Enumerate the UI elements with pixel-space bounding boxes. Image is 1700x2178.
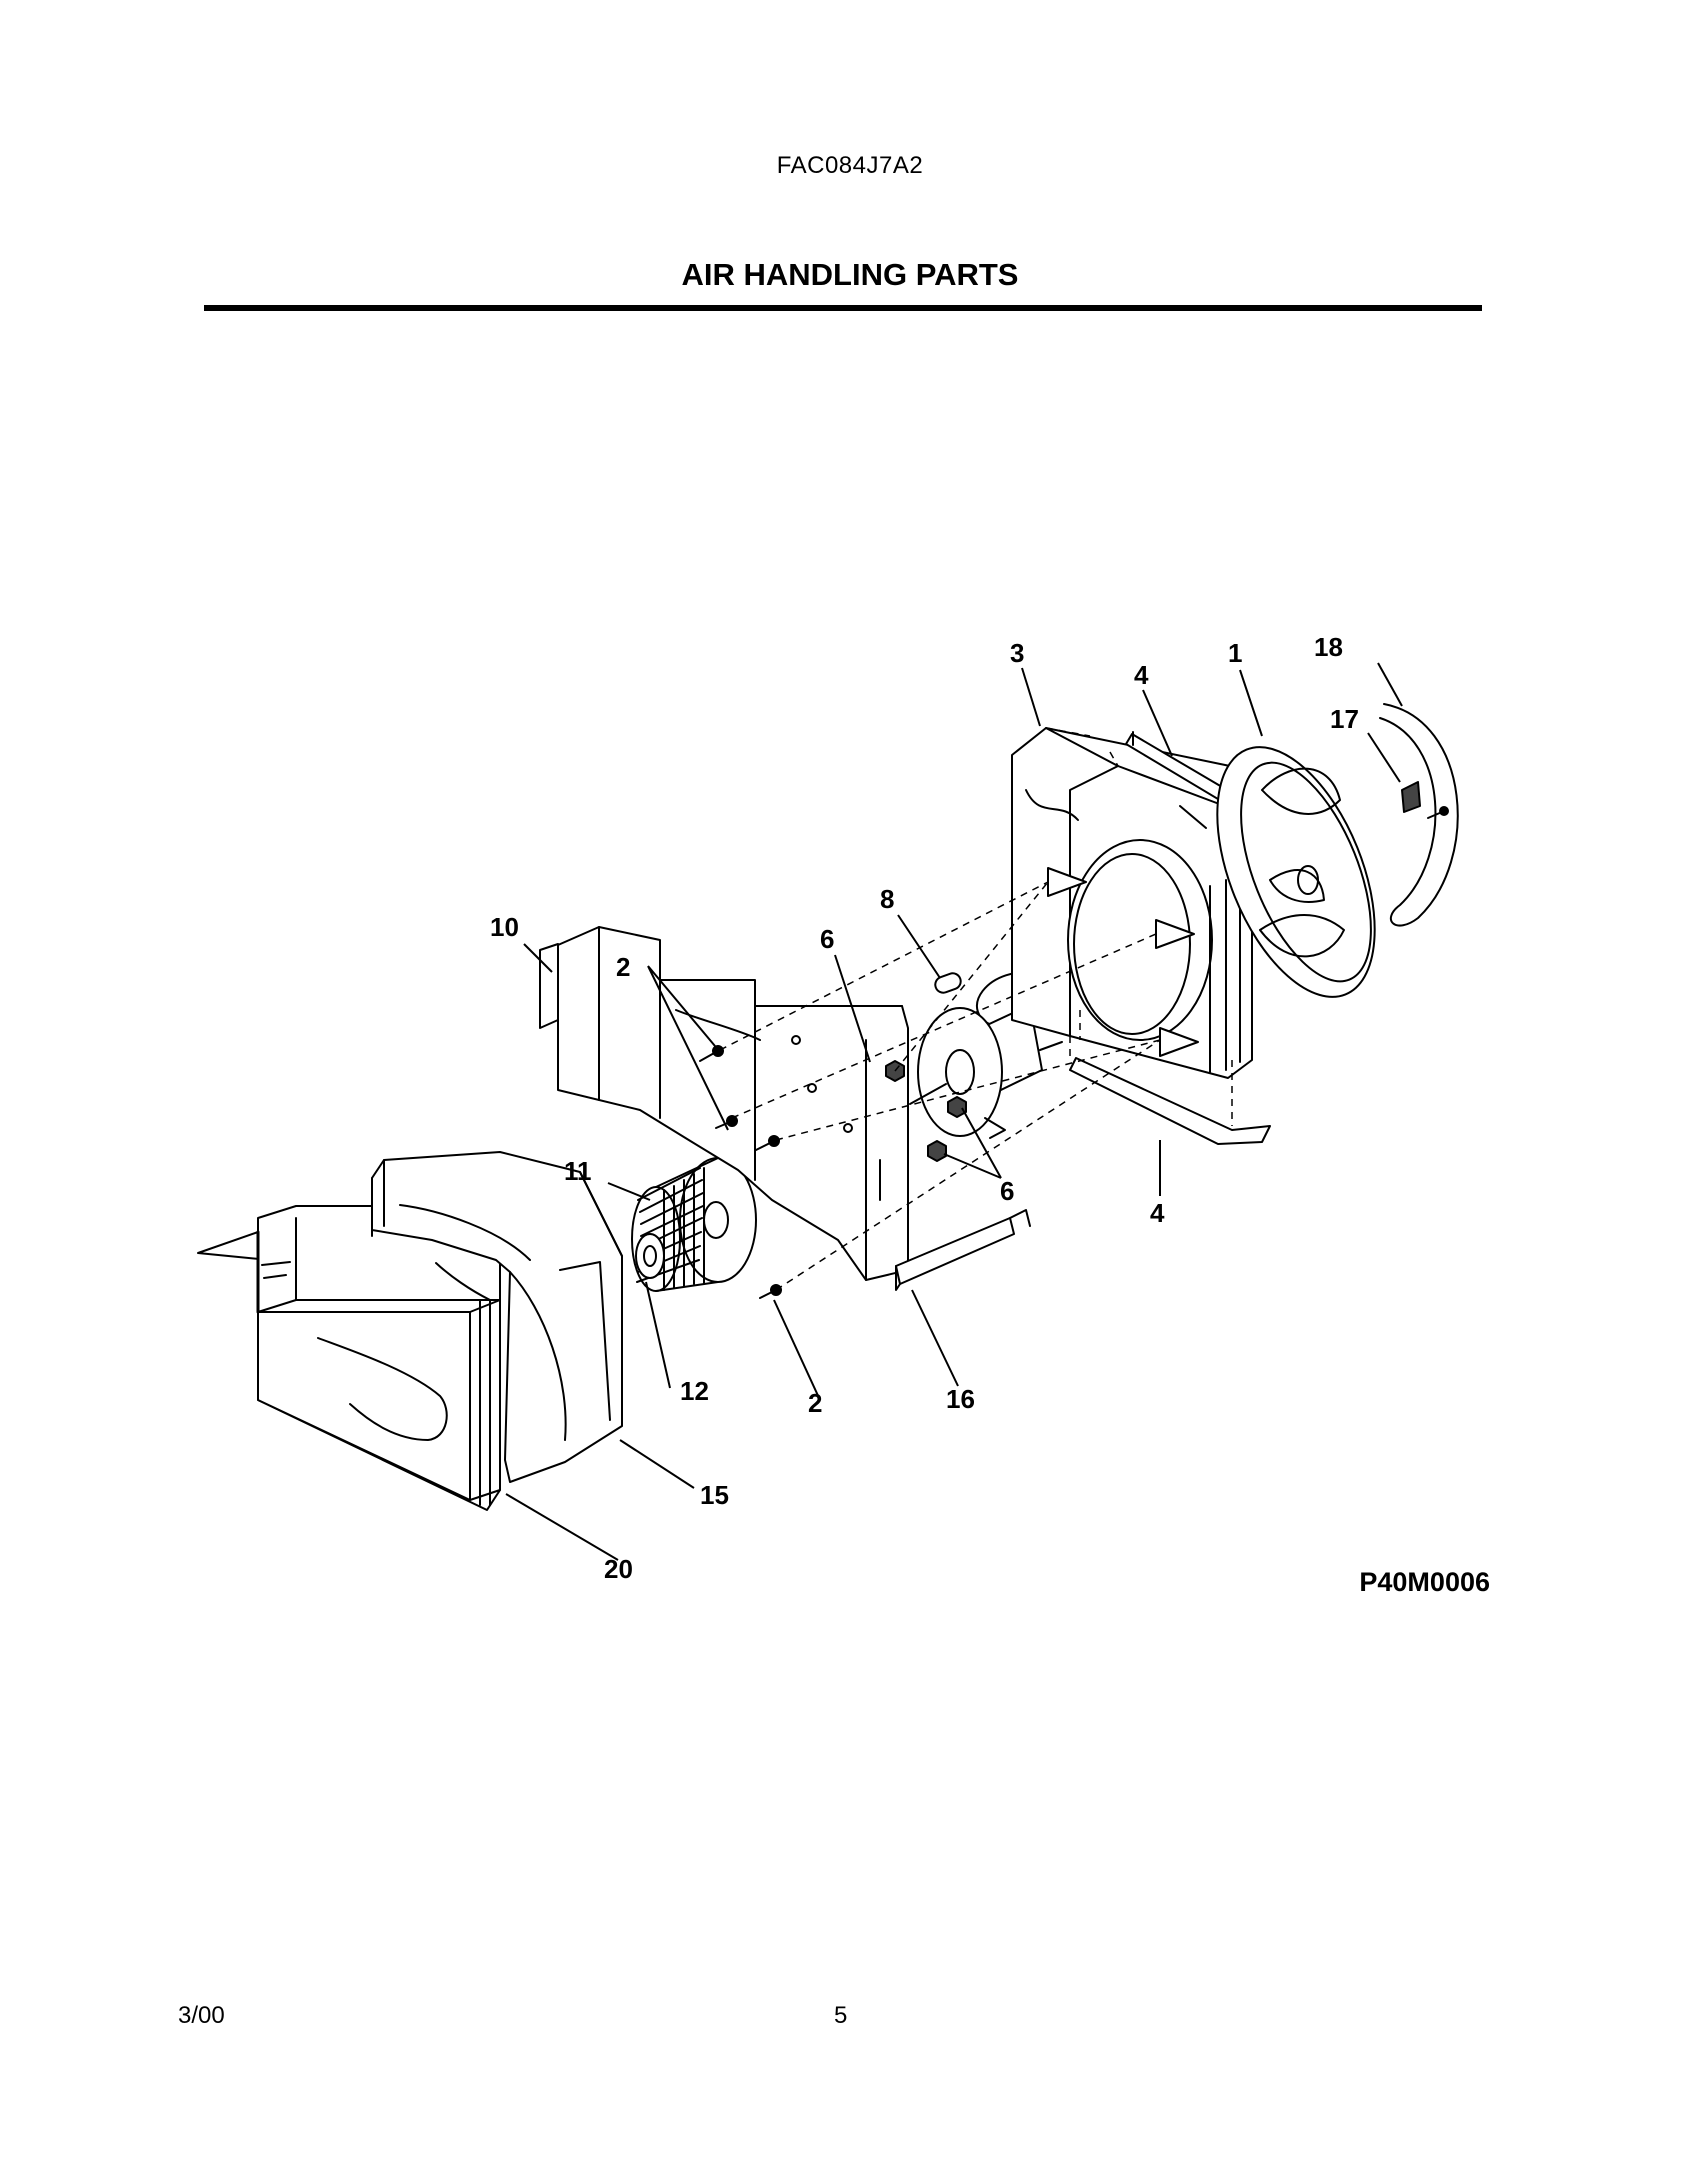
- slinger-ring-part-18: [1379, 703, 1459, 927]
- model-number: FAC084J7A2: [776, 152, 924, 179]
- screw-part-2-d: [759, 1284, 782, 1299]
- callout-10: 10: [490, 912, 519, 942]
- callout-6-upper: 6: [820, 924, 834, 954]
- callout-leaders: [505, 662, 1403, 1561]
- callout-18: 18: [1314, 632, 1343, 662]
- page-number: 5: [834, 2002, 848, 2029]
- callout-2-bottom: 2: [808, 1388, 822, 1418]
- callout-1: 1: [1228, 638, 1242, 668]
- figure-code: P40M0006: [1359, 1567, 1490, 1597]
- mounting-bracket-part-4-lower: [1069, 1057, 1271, 1145]
- callout-2-left: 2: [616, 952, 630, 982]
- callout-4-lower: 4: [1150, 1198, 1165, 1228]
- callout-4-upper: 4: [1134, 660, 1149, 690]
- section-title: AIR HANDLING PARTS: [681, 257, 1019, 292]
- screw-part-2-c: [755, 1135, 780, 1151]
- callout-15: 15: [700, 1480, 729, 1510]
- front-grille-part-20: [197, 1205, 501, 1511]
- nut-part-6-b: [927, 1140, 947, 1162]
- fan-clamp-part-17: [1401, 781, 1449, 819]
- fan-shroud-part-3: [1011, 727, 1253, 1079]
- callout-3: 3: [1010, 638, 1024, 668]
- footer-date: 3/00: [178, 2002, 225, 2029]
- scroll-housing-part-15: [371, 1151, 623, 1483]
- callout-8: 8: [880, 884, 894, 914]
- callout-16: 16: [946, 1384, 975, 1414]
- callout-17: 17: [1330, 704, 1359, 734]
- callout-20: 20: [604, 1554, 633, 1584]
- bulkhead-panel-part-10: [539, 926, 909, 1281]
- blower-hub-part-12: [635, 1233, 665, 1279]
- screw-part-2-b: [715, 1115, 738, 1129]
- callout-11: 11: [564, 1156, 592, 1186]
- drain-tray-part-16: [895, 1209, 1031, 1291]
- axial-fan-part-1: [1216, 746, 1376, 998]
- assembly-alignment-lines: [719, 727, 1233, 1291]
- title-rule: [204, 305, 1482, 311]
- callout-6-lower: 6: [1000, 1176, 1014, 1206]
- nut-part-6-c: [947, 1096, 967, 1118]
- callout-12: 12: [680, 1376, 709, 1406]
